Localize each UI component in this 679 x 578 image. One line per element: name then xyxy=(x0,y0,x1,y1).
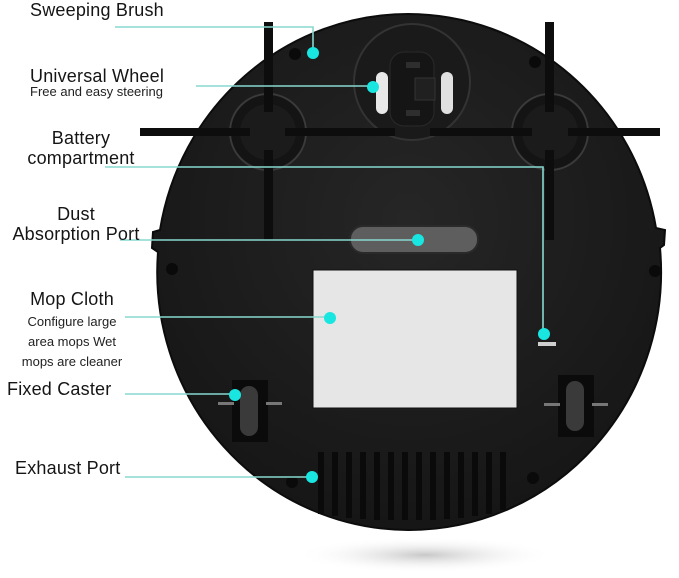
label-dust-absorption-port: Dust Absorption Port xyxy=(2,204,150,244)
dot-fixed-caster xyxy=(229,389,241,401)
dot-battery-compartment xyxy=(538,328,550,340)
label-exhaust-port: Exhaust Port xyxy=(15,458,120,478)
mop-cloth-pad xyxy=(312,269,518,409)
callout-lines xyxy=(105,26,544,478)
label-sub-line1: Configure large xyxy=(27,314,117,329)
label-battery-compartment: Battery compartment xyxy=(20,128,142,168)
label-title: Exhaust Port xyxy=(15,458,121,478)
exhaust-vents xyxy=(318,452,506,520)
label-title-line1: Dust xyxy=(57,204,95,224)
dot-sweeping-brush xyxy=(307,47,319,59)
dot-mop-cloth xyxy=(324,312,336,324)
label-title-line1: Battery xyxy=(51,128,111,148)
label-title-line2: compartment xyxy=(27,148,135,168)
side-brush-right xyxy=(430,22,660,240)
label-title-line2: Absorption Port xyxy=(12,224,140,244)
fixed-caster-right xyxy=(544,375,608,437)
universal-wheel-housing xyxy=(353,23,471,141)
floor-shadow xyxy=(295,537,555,573)
label-subtitle: Free and easy steering xyxy=(30,84,163,99)
label-sub-line3: mops are cleaner xyxy=(21,354,123,369)
battery-latch xyxy=(538,342,556,346)
label-title: Fixed Caster xyxy=(7,379,112,399)
label-title: Mop Cloth xyxy=(30,289,114,309)
label-mop-cloth: Mop Cloth Configure large area mops Wet … xyxy=(8,289,136,372)
label-title: Sweeping Brush xyxy=(30,0,164,20)
label-title: Universal Wheel xyxy=(30,66,165,86)
side-brush-left xyxy=(140,22,395,240)
dot-dust-port xyxy=(412,234,424,246)
label-universal-wheel: Universal Wheel Free and easy steering xyxy=(30,66,164,100)
label-sweeping-brush: Sweeping Brush xyxy=(30,0,164,20)
callout-dots xyxy=(229,47,550,483)
label-sub-line2: area mops Wet xyxy=(28,334,116,349)
label-fixed-caster: Fixed Caster xyxy=(7,379,111,399)
dot-exhaust-port xyxy=(306,471,318,483)
dot-universal-wheel xyxy=(367,81,379,93)
